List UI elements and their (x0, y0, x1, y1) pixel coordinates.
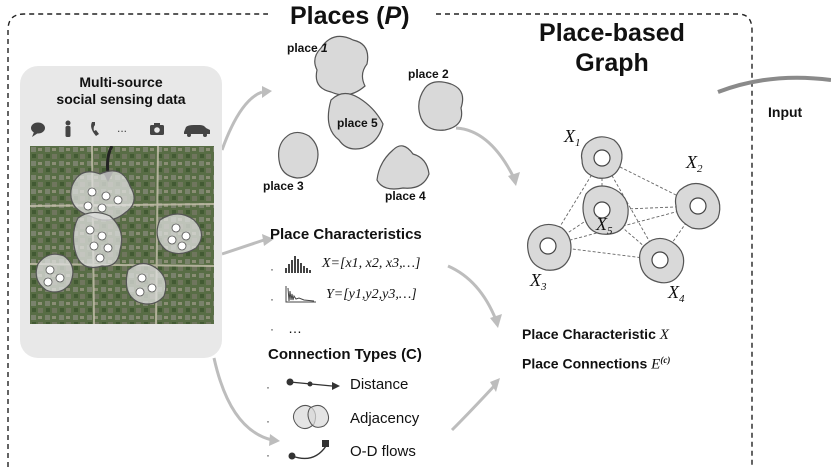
adjacency-icon (292, 404, 330, 430)
flow-arrows (212, 90, 516, 442)
result-place-connections: Place Connections E(c) (522, 355, 671, 373)
histogram-icon (285, 256, 311, 273)
input-label: Input (768, 104, 803, 120)
place-4-shape (376, 145, 430, 190)
place-5-shape (327, 92, 384, 150)
arrow-chars-to-results (447, 264, 498, 321)
svg-text:...: ... (117, 121, 127, 135)
bullet: · (266, 414, 270, 428)
place-2-label: place 2 (408, 67, 449, 81)
node-x2 (689, 197, 707, 215)
arrow-to-characteristics (221, 238, 265, 256)
y-formula: Y=[y1,y2,y3,…] (326, 287, 417, 302)
bullet: · (266, 448, 270, 462)
graph-title: Place-based Graph (528, 18, 696, 78)
node-x2-label: X2 (685, 152, 703, 175)
arrow-heads (262, 86, 520, 446)
graph-panel-border (436, 13, 753, 467)
map-region-east (156, 213, 203, 255)
node-x3 (539, 237, 557, 255)
map-region-center (72, 211, 123, 269)
od-flows-icon (288, 440, 329, 460)
connection-types-title: Connection Types (C) (268, 346, 422, 363)
place-1-shape (314, 35, 369, 96)
place-1-label: place 1 (287, 41, 328, 55)
camera-icon (150, 123, 164, 135)
arrow-to-places (220, 90, 263, 151)
place-3-shape (278, 131, 319, 179)
sensing-title-line1: Multi-source (79, 74, 163, 90)
node-x1-label: X1 (563, 126, 581, 149)
person-icon (65, 120, 71, 137)
phone-icon (91, 122, 99, 136)
node-x1 (593, 149, 611, 167)
arrow-conns-to-results (450, 382, 498, 432)
input-arrow (717, 75, 831, 94)
place-based-graph: X1 X2 X5 X3 X4 (527, 126, 721, 305)
node-x4 (651, 251, 669, 269)
satellite-map (30, 146, 214, 324)
connection-distance-label: Distance (350, 376, 409, 393)
x-formula: X=[x1, x2, x3,…] (322, 256, 421, 271)
map-points (43, 187, 191, 297)
arrow-places-to-graph (455, 126, 516, 179)
more-characteristics: … (288, 320, 302, 336)
result-place-characteristic: Place Characteristic X (522, 326, 669, 343)
places-panel-border (7, 13, 268, 467)
bullet: · (270, 322, 274, 336)
connection-od-flows-label: O-D flows (350, 443, 416, 460)
map-region-west (35, 253, 74, 293)
chat-icon (31, 122, 45, 137)
place-2-shape (418, 81, 464, 131)
bullet: · (266, 380, 270, 394)
node-x4-label: X4 (667, 282, 685, 305)
bullet: · (270, 262, 274, 276)
place-shapes: place 1 place 2 place 5 place 3 place 4 (263, 35, 464, 203)
place-4-label: place 4 (385, 189, 426, 203)
node-x3-label: X3 (529, 270, 547, 293)
graph-title-line2: Graph (575, 49, 649, 77)
place-5-label: place 5 (337, 116, 378, 130)
graph-title-line1: Place-based (539, 19, 685, 47)
ellipsis-icon: ... (117, 121, 127, 135)
node-x5 (593, 201, 611, 219)
connection-adjacency-label: Adjacency (350, 410, 420, 427)
sensing-data-title: Multi-source social sensing data (20, 74, 222, 108)
places-title: Places (P) (290, 2, 410, 30)
bullet: · (270, 292, 274, 306)
car-icon (184, 125, 210, 137)
place-characteristics-title: Place Characteristics (270, 226, 422, 243)
signal-icon (285, 286, 316, 303)
place-3-label: place 3 (263, 179, 304, 193)
sensing-icon-row: ... (31, 120, 210, 137)
sensing-title-line2: social sensing data (56, 91, 186, 107)
arrow-to-connections (212, 357, 273, 442)
distance-icon (286, 378, 340, 390)
